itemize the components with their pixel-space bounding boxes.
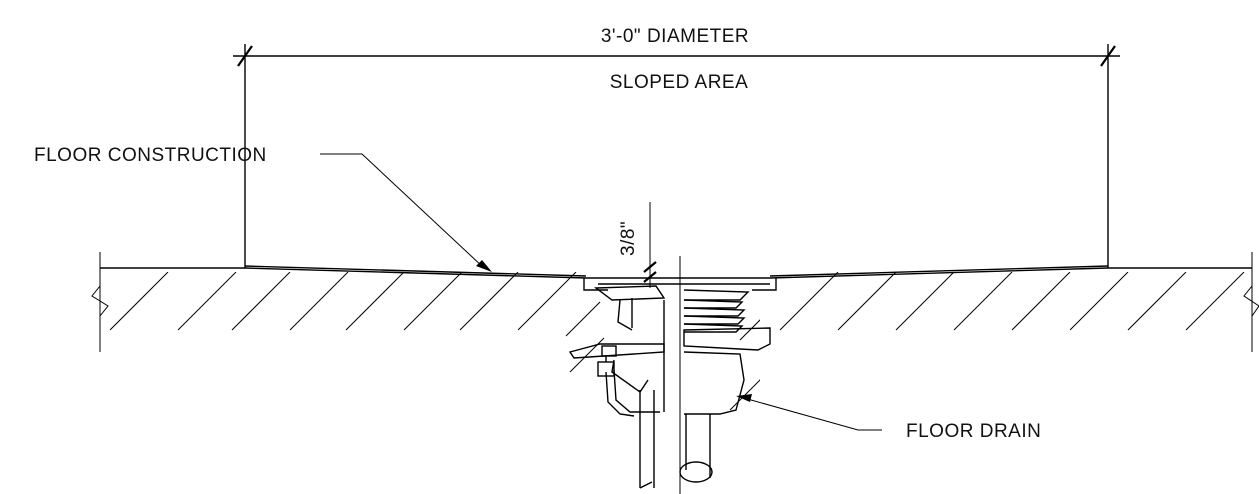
left-break-symbol bbox=[91, 285, 109, 317]
right-slab-hatch bbox=[779, 272, 1245, 331]
strainer-left-edge bbox=[583, 278, 608, 291]
floor-construction-arrowhead bbox=[476, 260, 492, 272]
left-tick-mark bbox=[237, 45, 253, 67]
depth-dimension-label: 3/8" bbox=[618, 221, 639, 256]
clamp-bolt bbox=[601, 345, 617, 357]
left-slab-hatch bbox=[109, 272, 577, 331]
drain-body-outer-left bbox=[605, 371, 635, 417]
depth-tick-top bbox=[643, 261, 657, 273]
pipe-cut-end bbox=[679, 461, 713, 483]
floor-construction-label: FLOOR CONSTRUCTION bbox=[34, 145, 267, 166]
right-break-symbol bbox=[1243, 285, 1259, 317]
threaded-adjuster bbox=[683, 289, 750, 333]
floor-surface bbox=[91, 252, 1259, 352]
sloped-area-label: SLOPED AREA bbox=[610, 72, 749, 93]
floor-drain-arrowhead bbox=[736, 394, 752, 402]
floor-top-line bbox=[100, 267, 1252, 279]
clamp-flange-right bbox=[683, 327, 771, 351]
slope-line-right bbox=[769, 265, 1109, 277]
diameter-dimension bbox=[233, 44, 1120, 268]
leaders bbox=[320, 153, 882, 431]
strainer-right-edge bbox=[752, 278, 777, 291]
floor-construction-leader bbox=[320, 153, 485, 269]
floor-drain-leader bbox=[743, 397, 882, 431]
center-slab-hatch bbox=[565, 301, 760, 411]
pipe-break-left bbox=[639, 481, 653, 489]
depth-tick-bottom bbox=[643, 271, 657, 283]
strainer-body-left bbox=[593, 285, 666, 301]
diameter-label: 3'-0" DIAMETER bbox=[601, 26, 749, 47]
drain-body-right-wall bbox=[683, 351, 745, 415]
floor-drain-label: FLOOR DRAIN bbox=[906, 421, 1041, 442]
clamp-flange-left bbox=[568, 343, 665, 359]
slab-hatching bbox=[109, 272, 1245, 411]
floor-drain-assembly bbox=[568, 256, 777, 494]
drain-body-bracket bbox=[611, 359, 649, 393]
slope-line-left bbox=[244, 265, 587, 277]
strainer-neck bbox=[617, 299, 633, 331]
right-tick-mark bbox=[1100, 45, 1116, 67]
drain-pipe bbox=[639, 390, 713, 489]
drain-body-left-wall bbox=[613, 369, 660, 413]
depth-dimension bbox=[643, 202, 657, 288]
